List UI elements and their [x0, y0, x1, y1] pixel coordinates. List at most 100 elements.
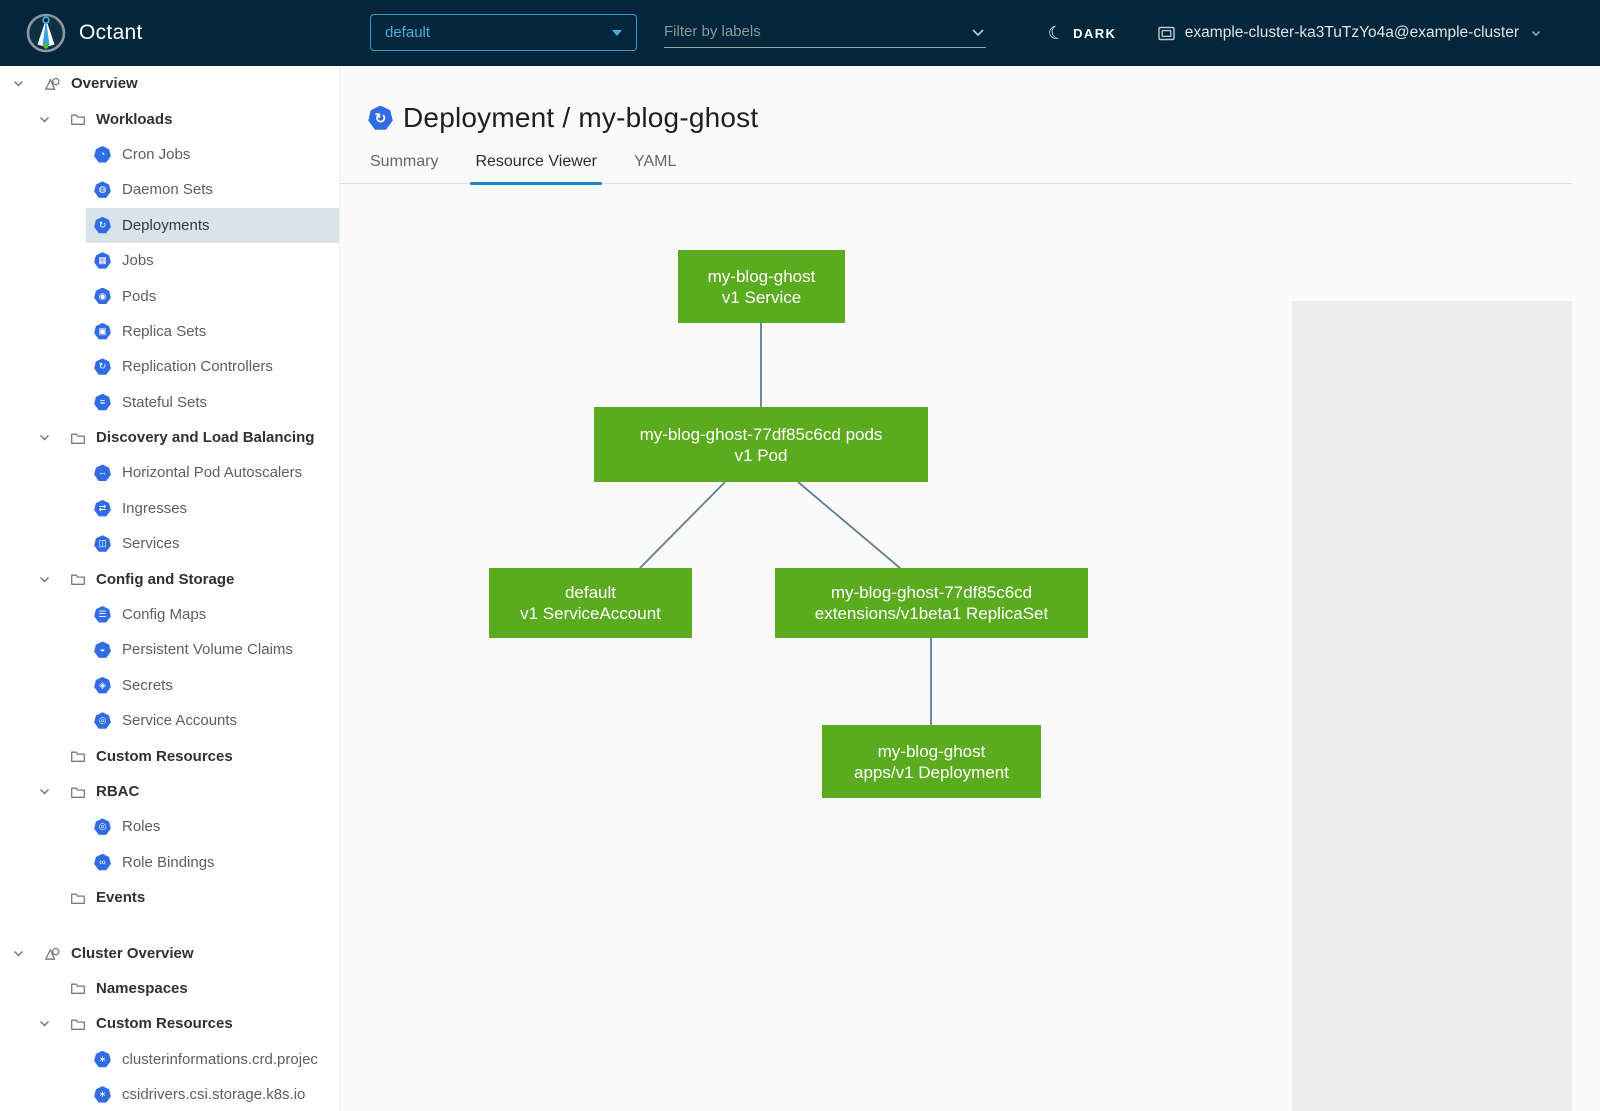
sidebar-item-label: Secrets [122, 676, 173, 694]
k8s-replica-sets-icon: ▣ [94, 322, 111, 340]
folder-icon [70, 890, 86, 906]
sidebar-item-label: Replication Controllers [122, 358, 273, 376]
caret-down-icon[interactable] [12, 947, 26, 960]
folder-icon [70, 784, 86, 800]
sidebar-item-custom-resources[interactable]: Custom Resources [0, 738, 339, 773]
sidebar-item-label: Overview [71, 75, 138, 93]
tab-yaml[interactable]: YAML [634, 153, 677, 170]
sidebar-item-secrets[interactable]: ◈ Secrets [0, 668, 339, 703]
graph-node-replicaset[interactable]: my-blog-ghost-77df85c6cd extensions/v1bet… [775, 568, 1088, 638]
sidebar-item-cluster-overview[interactable]: Cluster Overview [0, 935, 339, 970]
caret-down-icon[interactable] [38, 573, 52, 586]
folder-icon [70, 111, 86, 127]
sidebar-item-persistent-volume-claims[interactable]: ◒ Persistent Volume Claims [0, 632, 339, 667]
sidebar-item-ingresses[interactable]: ⇄Ingresses [0, 491, 339, 526]
sidebar-item-discovery-and-load-balancing[interactable]: Discovery and Load Balancing [0, 420, 339, 455]
folder-icon [70, 980, 86, 996]
sidebar-item-daemon-sets[interactable]: ◍Daemon Sets [0, 172, 339, 207]
sidebar-item-label: Roles [122, 818, 161, 836]
overview-icon [44, 75, 61, 92]
sidebar-item-label: Jobs [122, 252, 154, 270]
k8s-services-icon: ◫ [94, 535, 111, 552]
title-bar: ↻ Deployment / my-blog-ghost [340, 66, 1600, 134]
sidebar-item-replication-controllers[interactable]: ↻Replication Controllers [0, 349, 339, 384]
caret-down-icon[interactable] [38, 1017, 52, 1030]
main-content: ↻ Deployment / my-blog-ghost Summary Reso… [340, 66, 1600, 1111]
tab-resource-viewer[interactable]: Resource Viewer [470, 149, 602, 185]
cluster-selector[interactable]: example-cluster-ka3TuTzYo4a@example-clus… [1157, 0, 1542, 66]
sidebar-item-deployments[interactable]: ↻Deployments [0, 207, 339, 243]
node-kind: apps/v1 Deployment [854, 762, 1009, 782]
sidebar-item-service-accounts[interactable]: ◎ Service Accounts [0, 703, 339, 738]
sidebar-item-pods[interactable]: ◉ Pods [0, 278, 339, 313]
sidebar-item-label: Horizontal Pod Autoscalers [122, 464, 303, 482]
node-name: my-blog-ghost [707, 266, 816, 286]
moon-icon: ☾ [1046, 21, 1067, 45]
sidebar-item-label: Config Maps [122, 606, 207, 624]
sidebar-item-label: Persistent Volume Claims [122, 641, 293, 659]
sidebar-item-cron-jobs[interactable]: ◔Cron Jobs [0, 137, 339, 172]
cluster-selector-value: example-cluster-ka3TuTzYo4a@example-clus… [1184, 24, 1519, 41]
k8s-secrets-icon: ◈ [94, 676, 111, 694]
label-filter-input[interactable]: Filter by labels [664, 16, 986, 48]
sidebar-item-custom-resources[interactable]: Custom Resources [0, 1006, 339, 1041]
sidebar-item-label: Ingresses [122, 499, 188, 517]
sidebar-item-label: csidrivers.csi.storage.k8s.io [122, 1086, 306, 1104]
sidebar-item-config-maps[interactable]: ☰Config Maps [0, 597, 339, 632]
sidebar-item-label: Config and Storage [96, 570, 235, 588]
folder-icon [70, 748, 86, 764]
node-name: my-blog-ghost [877, 741, 986, 761]
sidebar-item-label: Daemon Sets [122, 181, 213, 199]
sidebar-item-jobs[interactable]: ▦Jobs [0, 243, 339, 278]
sidebar-item-rbac[interactable]: RBAC [0, 774, 339, 809]
node-name: my-blog-ghost-77df85c6cd [830, 583, 1033, 602]
node-name: my-blog-ghost-77df85c6cd pods [639, 424, 883, 444]
sidebar-item-workloads[interactable]: Workloads [0, 101, 339, 136]
graph-edge [797, 481, 901, 569]
caret-down-icon[interactable] [38, 113, 52, 126]
detail-panel [1292, 301, 1572, 1111]
sidebar-item-label: Custom Resources [96, 1015, 233, 1033]
app-brand[interactable]: Octant [26, 13, 143, 53]
k8s-service-accounts-icon: ◎ [94, 712, 111, 729]
caret-down-icon[interactable] [38, 431, 52, 444]
k8s-pods-icon: ◉ [94, 287, 111, 305]
sidebar-item-roles[interactable]: ◎ Roles [0, 809, 339, 844]
sidebar-item-role-bindings[interactable]: ∞Role Bindings [0, 845, 339, 880]
sidebar-item-csidrivers-csi-storage-k8s-io[interactable]: ∗csidrivers.csi.storage.k8s.io [0, 1077, 339, 1111]
node-kind: extensions/v1beta1 ReplicaSet [814, 604, 1049, 623]
k8s-cron-jobs-icon: ◔ [94, 145, 111, 163]
sidebar-item-label: Cluster Overview [71, 944, 194, 962]
dark-theme-toggle[interactable]: ☾ DARK [1046, 0, 1117, 66]
sidebar-item-replica-sets[interactable]: ▣ Replica Sets [0, 314, 339, 349]
sidebar-item-events[interactable]: Events [0, 880, 339, 915]
namespace-selector[interactable]: default [370, 14, 637, 51]
sidebar-item-label: Replica Sets [122, 322, 207, 340]
node-kind: v1 Pod [734, 445, 788, 465]
sidebar-item-namespaces[interactable]: Namespaces [0, 971, 339, 1006]
k8s-roles-icon: ◎ [94, 818, 111, 835]
sidebar-item-horizontal-pod-autoscalers[interactable]: ↔Horizontal Pod Autoscalers [0, 455, 339, 490]
tab-summary[interactable]: Summary [370, 153, 439, 170]
caret-down-icon[interactable] [38, 785, 52, 798]
k8s-pvc-icon: ◒ [94, 641, 111, 658]
sidebar-item-stateful-sets[interactable]: ≡Stateful Sets [0, 385, 339, 420]
k8s-role-bindings-icon: ∞ [94, 853, 111, 871]
sidebar-item-label: Service Accounts [122, 712, 238, 730]
sidebar-item-services[interactable]: ◫Services [0, 526, 339, 561]
namespace-caret-icon [612, 29, 622, 36]
sidebar-item-config-and-storage[interactable]: Config and Storage [0, 561, 339, 596]
caret-down-icon[interactable] [12, 77, 26, 90]
app-header: Octant default Filter by labels ☾ DARK e… [0, 0, 1600, 66]
sidebar-item-clusterinformations-crd-projec[interactable]: ∗clusterinformations.crd.projec [0, 1042, 339, 1077]
sidebar-item-label: Pods [122, 287, 157, 305]
sidebar-item-overview[interactable]: Overview [0, 66, 339, 101]
node-name: default [564, 583, 617, 602]
label-filter-chevron-icon[interactable] [970, 24, 986, 40]
dark-theme-label: DARK [1073, 25, 1117, 41]
